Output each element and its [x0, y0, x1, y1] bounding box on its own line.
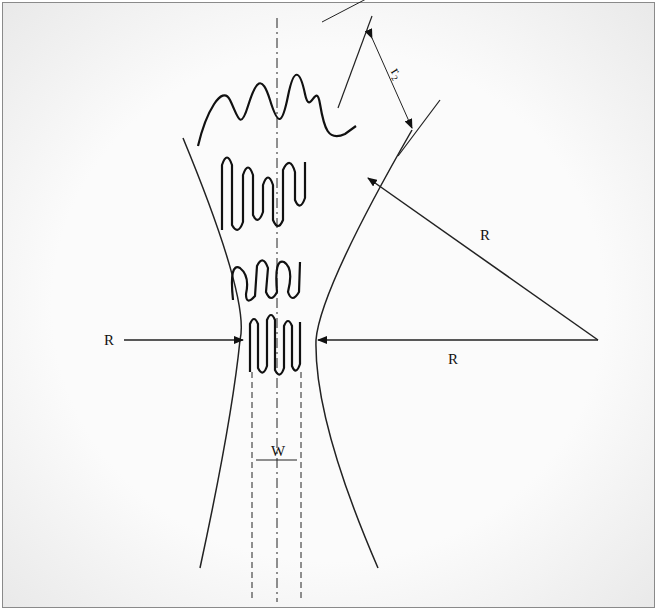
extension-line	[322, 0, 368, 22]
throat-line	[301, 372, 302, 600]
radius-arrow	[124, 339, 243, 341]
radius-label: R	[480, 228, 490, 243]
dimension-arrow	[372, 38, 412, 128]
width-dimension	[256, 460, 297, 461]
extension-line	[398, 100, 440, 156]
radius-label: R	[448, 352, 458, 367]
radius-label: R	[104, 333, 114, 348]
extension-line	[338, 16, 372, 108]
width-label: W	[271, 444, 285, 459]
wavy-interface	[198, 75, 356, 375]
right-boundary	[316, 130, 412, 568]
radius-arrow	[318, 339, 598, 341]
throat-line	[252, 372, 253, 600]
radius-arrow	[368, 178, 598, 340]
center-axis	[277, 18, 278, 602]
